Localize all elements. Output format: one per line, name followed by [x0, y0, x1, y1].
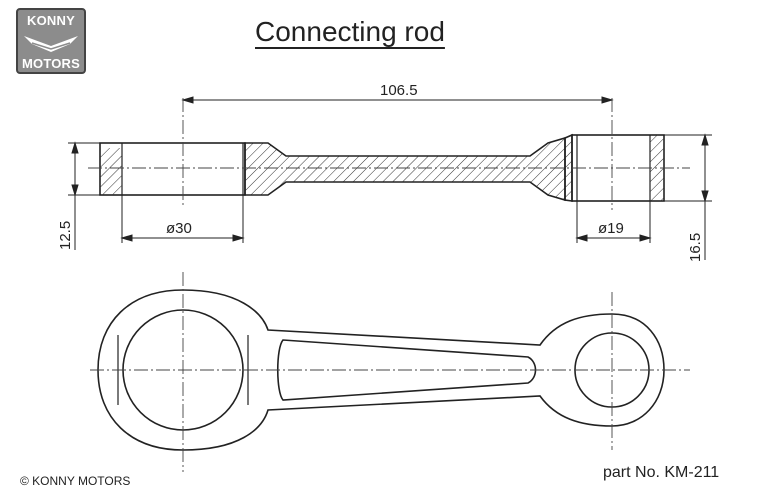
logo-text-bottom: MOTORS: [21, 56, 81, 71]
logo-text-top: KONNY: [27, 13, 75, 28]
dim-big-end-bore: [120, 195, 245, 243]
dim-small-end-bore-label: ø19: [598, 220, 624, 237]
dim-big-end-width: [68, 141, 100, 250]
dim-small-end-bore: [575, 201, 652, 243]
dim-small-end-width-label: 16.5: [687, 233, 704, 262]
drawing-title: Connecting rod: [255, 16, 445, 47]
section-centerlines: [88, 98, 690, 210]
konny-motors-logo: KONNY MOTORS: [16, 8, 86, 74]
dim-big-end-width-label: 12.5: [57, 221, 74, 250]
dim-center-distance-label: 106.5: [380, 82, 418, 99]
logo-wings-icon: [24, 36, 78, 52]
dim-big-end-bore-label: ø30: [166, 220, 192, 237]
copyright-notice: © KONNY MOTORS: [20, 474, 131, 488]
part-number: part No. KM-211: [603, 464, 720, 481]
plan-centerlines: [90, 272, 690, 472]
dim-center-distance: [181, 96, 614, 104]
dim-small-end-width: [664, 133, 712, 260]
